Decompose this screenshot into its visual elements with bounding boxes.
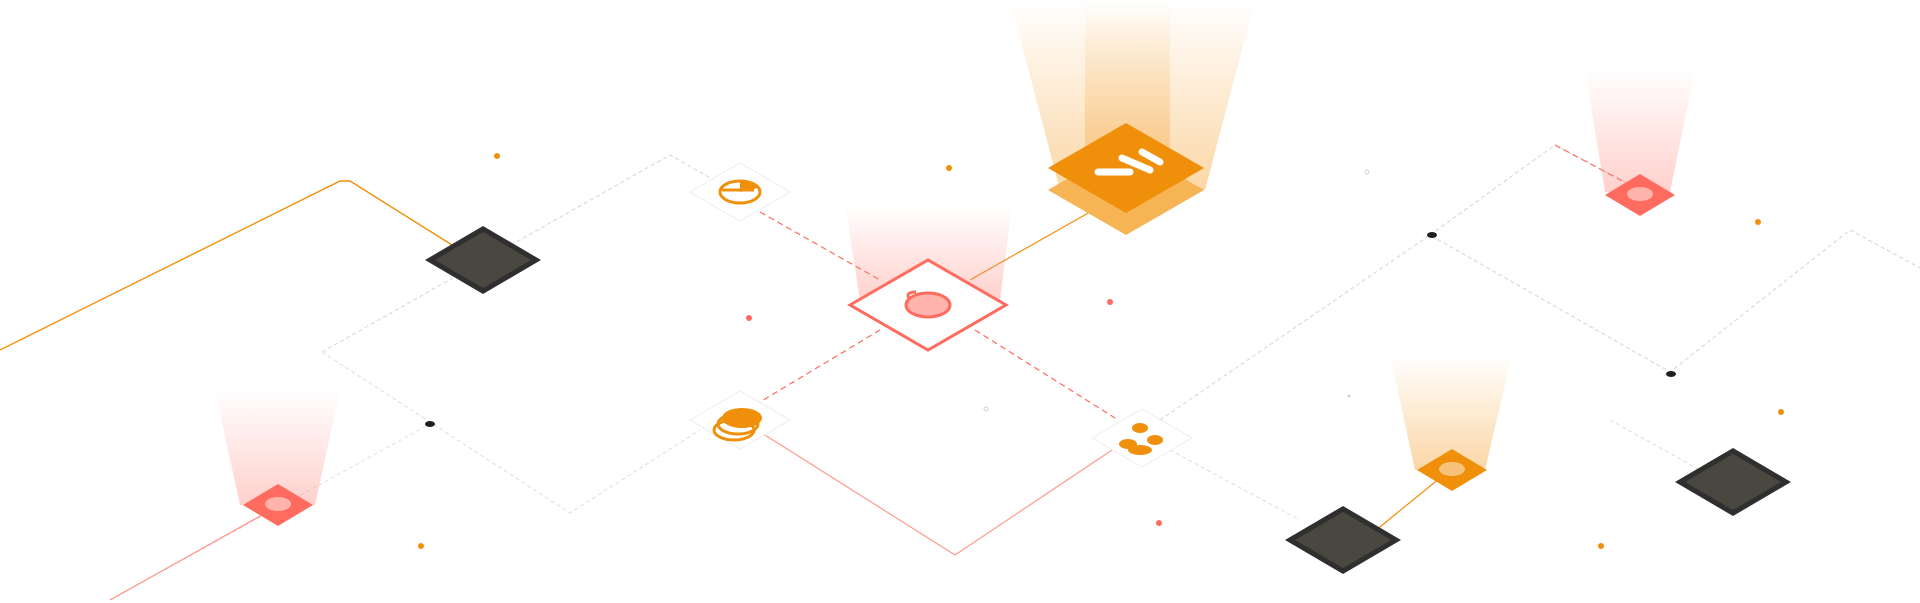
coral-path-bottom [764,434,1116,556]
stack-tile [689,390,791,450]
gray-path-right-3 [1169,449,1301,521]
beam-coral-left [215,390,340,505]
pie-chart-icon [718,179,762,205]
dot-dark [1427,232,1437,238]
dot-orange [418,543,424,549]
gray-path-right-1 [1159,229,1920,421]
dark-tile-left [425,226,541,294]
scattered-dots [418,153,1784,549]
dot-dark [425,421,435,427]
dot-coral [1156,520,1162,526]
coral-beacon-right [1605,174,1675,216]
dot-orange [1598,543,1604,549]
dot-orange [1778,409,1784,415]
icon-tiles [689,162,1193,468]
pie-tile [689,162,791,222]
gray-path-right-4 [1609,419,1701,471]
dot-dark [1666,371,1676,377]
coral-dashed-link-3 [974,329,1116,419]
beacons [243,174,1675,526]
top-hub [1048,123,1204,235]
light-beams [215,0,1695,505]
layered-discs-icon [712,408,762,442]
dark-tiles [425,226,1791,574]
gray-path-left [321,154,741,353]
dot-light [983,406,989,412]
beam-orange-right [1390,355,1512,470]
people-tile [1091,408,1193,468]
gray-path-left-low [321,351,701,514]
dot-coral [1107,299,1113,305]
people-group-icon [1119,423,1163,455]
slash-lines-icon [1094,148,1164,176]
dot-orange [946,165,952,171]
center-hub [846,258,1010,352]
dot-light [1347,394,1351,398]
dot-coral [746,315,752,321]
coral-beacon-left [243,484,313,526]
dot-orange [1755,219,1761,225]
orange-link-right [1369,477,1441,536]
beam-coral-right [1585,70,1695,192]
coral-dashed-link-2 [754,329,881,406]
dot-orange [494,153,500,159]
beam-center-hub [845,205,1012,300]
coral-path-lower-left [109,504,281,601]
speech-bubble-icon [904,290,952,319]
dot-light [1364,169,1370,175]
dark-tile-right [1675,448,1791,516]
orange-path-left [0,180,461,351]
orange-beacon-right [1417,449,1487,491]
dark-tile-bottom-center [1285,506,1401,574]
